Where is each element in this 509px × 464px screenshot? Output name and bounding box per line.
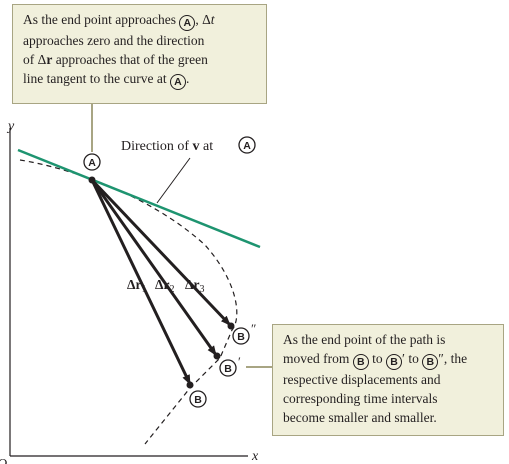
point-b-double-prime-marker xyxy=(232,327,250,345)
top-callout-line-2: approaches zero and the direction xyxy=(23,33,205,48)
point-b-icon: B xyxy=(386,354,403,370)
top-callout-line-4: line tangent to the curve at A. xyxy=(23,69,256,90)
right-callout-text: to xyxy=(404,351,423,366)
displacement-label-1: Δr1 xyxy=(127,277,146,295)
top-callout-text: line tangent to the curve at xyxy=(23,71,170,86)
top-callout-text: . xyxy=(185,71,190,86)
point-b-prime-dot xyxy=(213,352,221,360)
point-b-dot xyxy=(186,381,194,389)
velocity-label-leader xyxy=(156,157,191,204)
point-a-marker xyxy=(83,153,101,171)
displacement-label-2: Δr2 xyxy=(155,277,174,295)
point-a-letter: A xyxy=(88,157,96,169)
double-prime-mark: ″ xyxy=(438,351,444,366)
right-callout-line-5: become smaller and smaller. xyxy=(283,410,437,425)
velocity-label-point-a xyxy=(238,136,256,154)
top-callout-text: As the end point approaches xyxy=(23,12,180,27)
right-callout: As the end point of the path is moved fr… xyxy=(272,324,504,436)
point-b-prime-marker xyxy=(219,359,237,377)
right-callout-text: , the xyxy=(443,351,468,366)
point-b-double-prime-mark: ″ xyxy=(251,321,256,336)
displacement-label-3: Δr3 xyxy=(185,277,204,295)
top-callout: As the end point approaches A, Δt approa… xyxy=(12,4,267,104)
point-b-prime-mark: ′ xyxy=(238,354,241,369)
point-b-prime-letter: B xyxy=(224,363,232,375)
point-b-icon: B xyxy=(422,354,439,370)
point-a-icon: A xyxy=(179,15,196,31)
point-a-dot xyxy=(88,176,96,184)
top-callout-text: , Δ xyxy=(195,12,211,27)
right-callout-line-2: moved from B to B′ to B″, the xyxy=(283,349,493,370)
top-callout-time-var: t xyxy=(210,12,215,27)
right-callout-text: moved from xyxy=(283,351,353,366)
top-callout-line-3: of Δr approaches that of the green xyxy=(23,50,256,69)
right-callout-text: to xyxy=(368,351,387,366)
displacement-arrow-2 xyxy=(90,179,218,356)
right-callout-line-4: corresponding time intervals xyxy=(283,391,438,406)
y-axis-label: y xyxy=(6,119,15,134)
point-b-letter: B xyxy=(194,394,202,406)
x-axis-label: x xyxy=(251,449,259,464)
origin-label: O xyxy=(0,457,7,464)
top-callout-text: approaches that of the green xyxy=(52,52,208,67)
right-callout-line-1: As the end point of the path is xyxy=(283,332,446,347)
velocity-label: Direction of v at xyxy=(121,139,213,154)
tangent-line xyxy=(17,148,261,249)
top-callout-vector-r: r xyxy=(46,52,53,67)
displacement-arrow-3 xyxy=(90,178,232,327)
velocity-label-point-a-letter: A xyxy=(243,140,251,152)
point-b-icon: B xyxy=(352,354,369,370)
point-b-marker xyxy=(189,390,207,408)
right-callout-line-3: respective displacements and xyxy=(283,372,441,387)
top-callout-text: of Δ xyxy=(23,52,47,67)
displacement-arrow-1 xyxy=(90,179,192,385)
point-a-icon: A xyxy=(169,74,186,90)
point-b-double-prime-dot xyxy=(227,322,235,330)
top-callout-line-1: As the end point approaches A, Δt xyxy=(23,10,256,31)
point-b-double-prime-letter: B xyxy=(237,331,245,343)
prime-mark: ′ xyxy=(402,351,405,366)
